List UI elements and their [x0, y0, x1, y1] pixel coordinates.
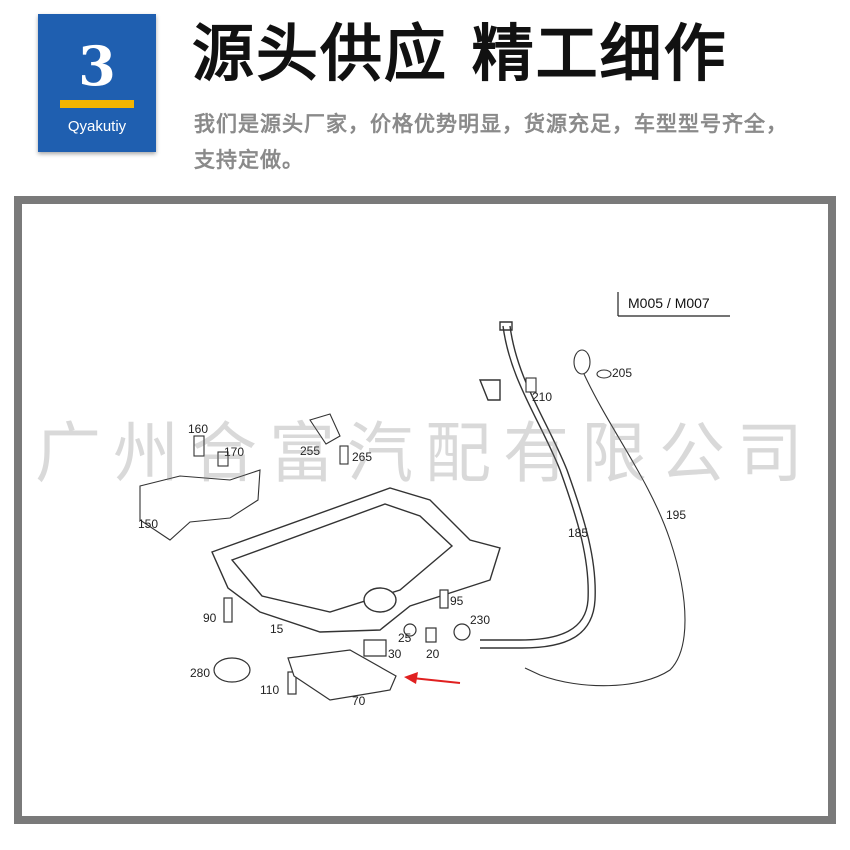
bolt-110: [287, 671, 297, 695]
page-title: 源头供应 精工细作: [192, 17, 728, 90]
callout-210: 210: [532, 390, 552, 404]
watermark: 广州合富汽配有限公司: [35, 415, 815, 492]
engine-mount-150: [139, 469, 261, 541]
callout-90: 90: [203, 611, 217, 625]
cap-30: [363, 639, 387, 657]
callout-265: 265: [352, 450, 372, 464]
model-label-box: M005 / M007: [617, 292, 730, 317]
bracket-255: [309, 413, 341, 445]
gasket-70: [287, 649, 397, 701]
seal-280: [213, 657, 251, 683]
seal-25: [403, 623, 417, 637]
bolt-210: [525, 377, 537, 393]
model-label: M005 / M007: [628, 295, 710, 311]
callout-95: 95: [450, 594, 464, 608]
dipstick: [524, 349, 686, 687]
callout-110: 110: [260, 683, 279, 697]
small-parts: [139, 369, 612, 541]
bolt-90: [223, 597, 233, 623]
badge-number: 3: [78, 34, 116, 98]
callout-280: 280: [190, 666, 210, 680]
plug-230: [453, 623, 471, 641]
callout-15: 15: [270, 622, 284, 636]
callout-150: 150: [138, 517, 158, 531]
callout-20: 20: [426, 647, 440, 661]
callout-70: 70: [352, 694, 366, 708]
bolt-265: [339, 445, 349, 465]
bolt-95: [439, 589, 449, 609]
sleeve-170: [217, 451, 229, 467]
callout-185: 185: [568, 526, 588, 540]
seal-ring-205: [596, 369, 612, 379]
callout-195: 195: [666, 508, 686, 522]
lower-parts: [213, 589, 471, 701]
bolt-160: [193, 435, 205, 457]
callout-255: 255: [300, 444, 320, 458]
badge-brand: Qyakutiy: [67, 118, 127, 135]
callout-205: 205: [612, 366, 632, 380]
oil-pan: [211, 487, 501, 633]
callout-230: 230: [470, 613, 490, 627]
callout-160: 160: [188, 422, 208, 436]
page-subtitle: 我们是源头厂家，价格优势明显，货源充足，车型型号齐全，支持定做。: [194, 112, 788, 172]
highlight-arrow: [404, 672, 461, 684]
callout-30: 30: [388, 647, 402, 661]
drain-plug-20: [425, 627, 437, 643]
callout-25: 25: [398, 631, 412, 645]
number-badge: 3 Qyakutiy: [38, 14, 156, 152]
callout-170: 170: [224, 445, 244, 459]
badge-accent-bar: [60, 100, 134, 108]
dipstick-tube: [478, 321, 596, 649]
